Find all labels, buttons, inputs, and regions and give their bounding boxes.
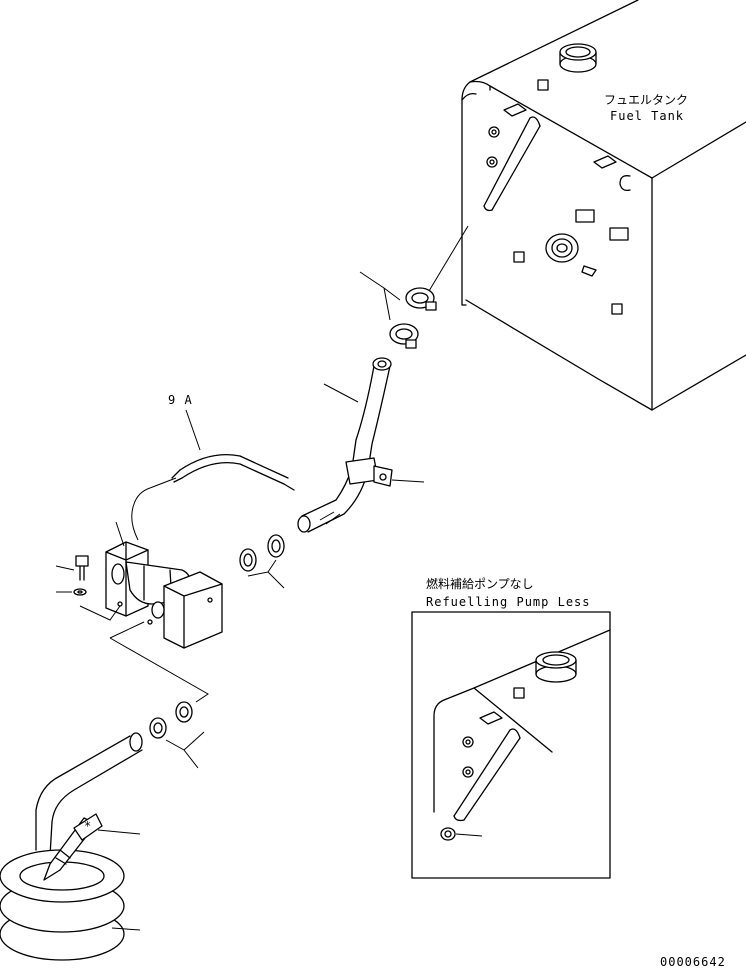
hose-clamp-lower [389,323,419,349]
leader-line [115,521,125,547]
leader-line [111,927,141,931]
hose-nozzle: * [43,813,103,881]
tank-nut [513,251,525,263]
leader-line [109,621,209,703]
washer [73,588,87,596]
tank-bracket [593,155,617,169]
fuel-tank-label-jp: フュエルタンク [604,93,688,107]
tank-fitting [581,265,597,277]
leader-line [323,383,359,403]
breather-tube [483,117,541,211]
inset-title-en: Refuelling Pump Less [426,595,591,609]
tank-bracket [503,103,527,117]
inset-fuel-tank [433,629,611,841]
leader-line [391,479,425,483]
inset-filler-neck [535,651,577,683]
level-gauge [545,233,579,263]
leader-line [79,605,121,621]
inset-frame [411,611,611,879]
hose-clamp [175,701,193,723]
leader-line [185,409,201,451]
inset-bolt [462,766,474,778]
hose-clamp [149,717,167,739]
leader-line [165,731,205,769]
leader-line [247,559,285,589]
tank-plate [537,79,549,91]
leader-line [359,271,401,321]
fuel-tank [425,0,746,411]
tank-nut [611,303,623,315]
inset-bolt [462,736,474,748]
svg-text:*: * [84,819,92,833]
hose-clip-bracket [345,457,393,487]
inset-cap [440,827,456,841]
leader-line [55,565,75,571]
tank-bolt [488,126,500,138]
upper-hose [297,357,392,533]
hose-clamp-upper [405,287,437,311]
leader-line [455,833,483,837]
tank-block [609,227,629,241]
hose-clip [619,175,631,192]
tank-block [575,209,595,223]
part-9a-label: 9 A [168,393,193,407]
coiled-hose [0,849,125,961]
filler-neck [559,43,597,73]
inset-title-jp: 燃料補給ポンプなし [426,576,534,591]
hose-clamp [239,548,257,572]
pump-assembly [105,541,223,649]
hose-clamp [267,534,285,558]
tank-bolt [486,156,498,168]
drawing-number: 00006642 [660,955,726,969]
fuel-tank-label-en: Fuel Tank [610,109,684,123]
lower-hose [35,732,143,857]
leader-line [97,829,141,835]
wire-harness-9a [131,453,295,541]
mounting-bolt [75,555,89,581]
